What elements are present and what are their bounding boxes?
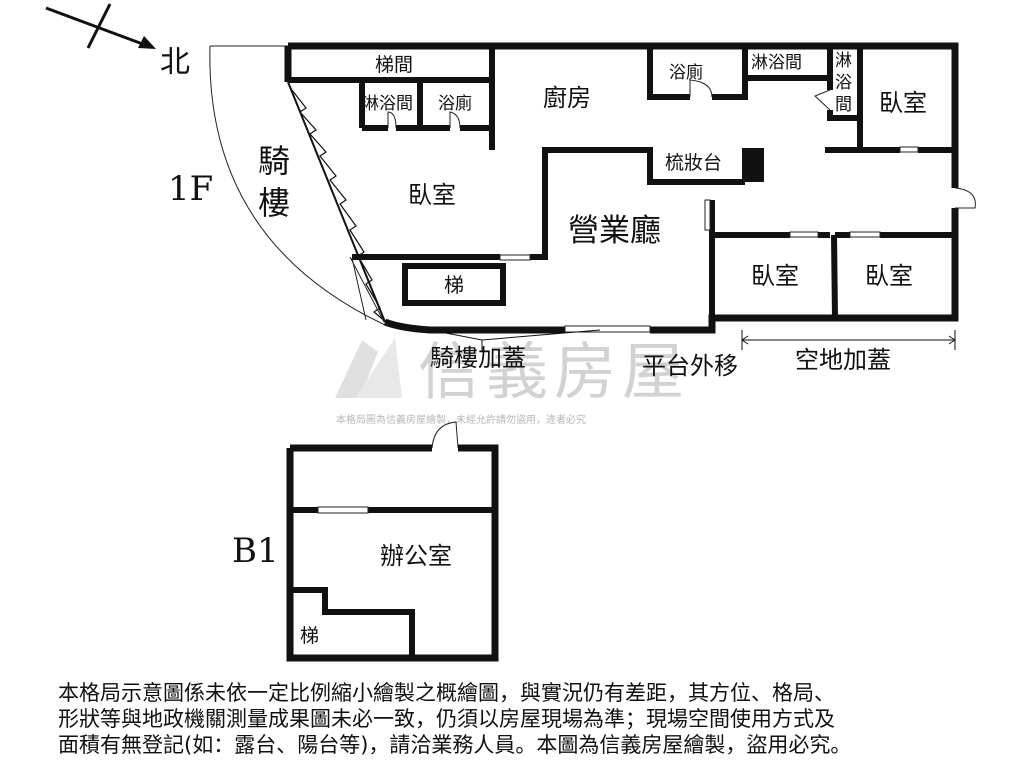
disclaimer-line: 本格局示意圖係未依一定比例縮小繪製之概繪圖，與實況仍有差距，其方位、格局、 — [58, 681, 835, 705]
room-label-stair-hall: 梯間 — [375, 54, 413, 76]
room-label-vanity: 梳妝台 — [665, 152, 722, 174]
room-label-arcade-2: 樓 — [258, 184, 290, 222]
arcade-addition-dimension — [429, 329, 601, 352]
annotation-arcade-addition: 騎樓加蓋 — [430, 344, 526, 372]
room-label-bath-right: 浴廁 — [669, 62, 703, 83]
window — [899, 146, 919, 153]
door-swing — [431, 421, 459, 449]
floor-b1 — [286, 421, 499, 662]
door-swing — [387, 111, 397, 129]
room-label-office: 辦公室 — [380, 542, 452, 570]
room-label-arcade-1: 騎 — [258, 142, 290, 180]
arcade-swing-line — [209, 45, 386, 326]
floor-1f — [209, 42, 976, 352]
watermark-notice: 本格局圖為信義房屋繪製，未經允許請勿盜用，違者必究 — [336, 413, 586, 426]
north-label: 北 — [160, 45, 190, 80]
stair-1f-box — [402, 263, 506, 306]
room-label-shower-narrow-3: 間 — [835, 95, 852, 115]
room-label-bedroom-s2: 臥室 — [865, 262, 913, 290]
room-label-bedroom-ne: 臥室 — [879, 89, 927, 117]
annotation-platform-shift: 平台外移 — [642, 352, 738, 380]
vanity-block — [742, 148, 764, 182]
room-label-bedroom-main: 臥室 — [408, 181, 456, 209]
window — [849, 231, 881, 238]
door-swing — [449, 111, 461, 129]
floor-label-b1: B1 — [232, 531, 279, 571]
room-label-bedroom-s1: 臥室 — [751, 262, 799, 290]
window — [317, 506, 369, 514]
annotation-open-space-addition: 空地加蓋 — [795, 346, 891, 374]
door-swing — [689, 79, 713, 98]
room-label-shower-right: 淋浴間 — [751, 53, 802, 73]
floor-label-1f: 1F — [168, 169, 213, 209]
window — [564, 325, 651, 333]
open-space-dimension — [741, 330, 956, 350]
room-label-bath-left: 浴廁 — [438, 93, 472, 114]
b1-stair-walls — [290, 587, 415, 658]
bedroom-south-wall — [352, 147, 745, 260]
watermark: 信義房屋 本格局圖為信義房屋繪製，未經允許請勿盜用，違者必究 — [335, 335, 690, 426]
south-bedroom-walls — [709, 200, 955, 319]
room-label-shower-left: 淋浴間 — [362, 94, 413, 114]
door-swing — [954, 187, 976, 209]
room-label-shower-narrow-2: 浴 — [835, 73, 852, 93]
window — [499, 254, 531, 261]
window — [789, 231, 819, 238]
brand-logo — [335, 338, 402, 398]
disclaimer-line: 形狀等與地政機關測量成果圖未必一致，仍須以房屋現場為準；現場空間使用方式及 — [58, 707, 835, 731]
room-label-shower-narrow-1: 淋 — [835, 51, 852, 71]
door-swing — [814, 89, 831, 111]
stair-hall-walls — [288, 46, 495, 150]
room-label-stair-b1: 梯 — [300, 625, 319, 647]
disclaimer-line: 面積有無登記(如：露台、陽台等)，請洽業務人員。本圖為信義房屋繪製，盜用必究。 — [58, 733, 852, 757]
room-label-kitchen: 廚房 — [543, 84, 591, 112]
disclaimer: 本格局示意圖係未依一定比例縮小繪製之概繪圖，與實況仍有差距，其方位、格局、 形狀… — [58, 680, 998, 758]
outer-wall-1f — [288, 42, 959, 334]
north-arrow — [45, 3, 156, 49]
left-bath-walls — [359, 80, 490, 131]
room-label-business-hall: 營業廳 — [568, 213, 661, 249]
arcade-zigzag — [291, 89, 387, 323]
watermark-brand: 信義房屋 — [418, 335, 690, 408]
arcade-angled-wall — [287, 81, 386, 323]
room-label-stair-1f: 梯 — [444, 273, 464, 297]
window — [704, 199, 711, 231]
right-bath-walls — [647, 46, 955, 153]
